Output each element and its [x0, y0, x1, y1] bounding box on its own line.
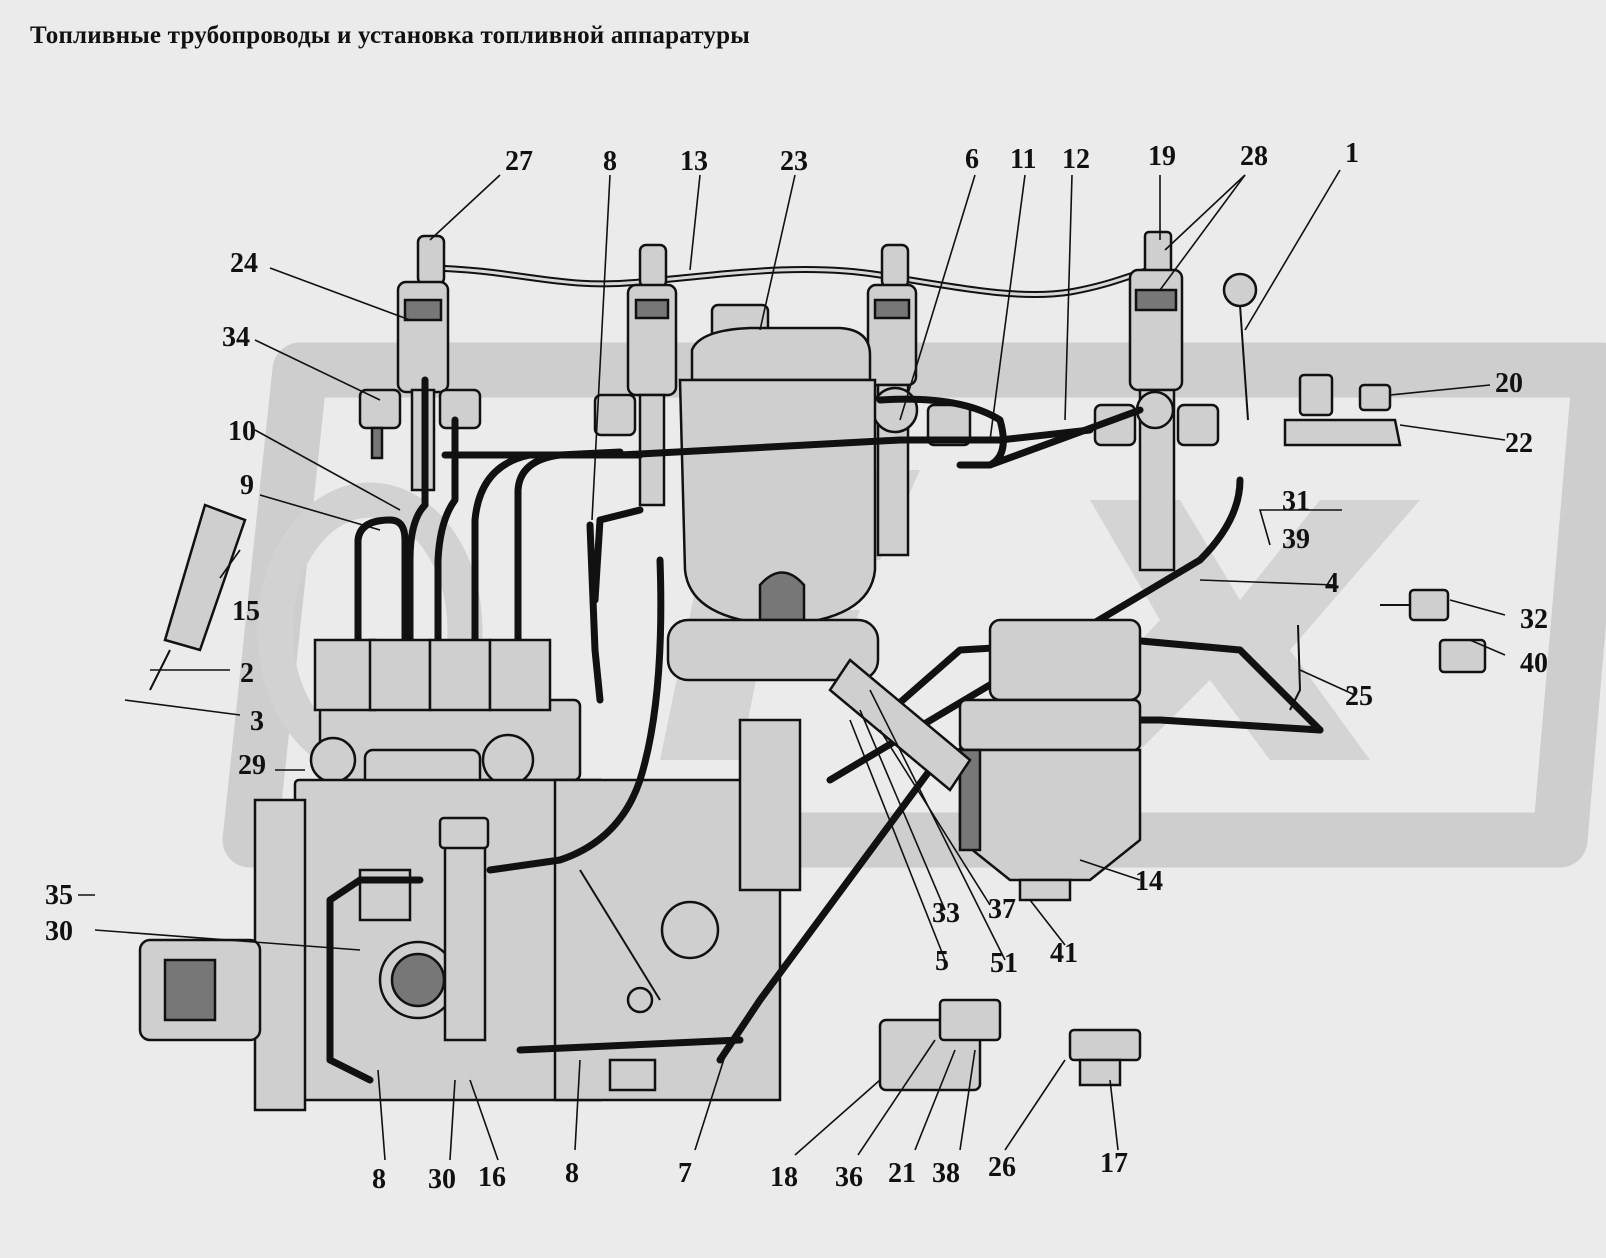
- callout-26: 26: [988, 1152, 1016, 1183]
- callout-20: 20: [1495, 368, 1523, 399]
- callout-33: 33: [932, 898, 960, 929]
- injector-3: [866, 243, 972, 557]
- callout-30-left: 30: [45, 916, 73, 947]
- injection-pump: [138, 638, 607, 1112]
- callout-7: 7: [678, 1158, 692, 1189]
- part-15-injector: [149, 503, 247, 691]
- callout-39: 39: [1282, 524, 1310, 555]
- parts-32-40: [1380, 588, 1487, 674]
- callout-37: 37: [988, 894, 1016, 925]
- callout-labels: 27 8 13 23 6 11 12 19 28 1 24 34 10 9 15…: [45, 138, 1548, 1195]
- callout-18: 18: [770, 1162, 798, 1193]
- injector-4: [1093, 230, 1220, 572]
- callout-17: 17: [1100, 1148, 1128, 1179]
- callout-5: 5: [935, 946, 949, 977]
- callout-14: 14: [1135, 866, 1163, 897]
- callout-30-bottom: 30: [428, 1164, 456, 1195]
- governor-housing: [553, 718, 802, 1102]
- callout-4: 4: [1325, 568, 1339, 599]
- callout-2: 2: [240, 658, 254, 689]
- callout-38: 38: [932, 1158, 960, 1189]
- callout-51: 51: [990, 948, 1018, 979]
- callout-1: 1: [1345, 138, 1359, 169]
- callout-22: 22: [1505, 428, 1533, 459]
- callout-29: 29: [238, 750, 266, 781]
- callout-27: 27: [505, 146, 533, 177]
- return-line-13: [426, 264, 1154, 299]
- callout-28: 28: [1240, 141, 1268, 172]
- high-pressure-lines: [354, 376, 1094, 644]
- callout-19: 19: [1148, 141, 1176, 172]
- part-1-bolt: [1222, 272, 1258, 421]
- page-title: Топливные трубопроводы и установка топли…: [30, 22, 750, 49]
- injector-2: [593, 243, 678, 507]
- parts-18-36-21-38: [878, 998, 1002, 1092]
- callout-12: 12: [1062, 144, 1090, 175]
- callout-34: 34: [222, 322, 250, 353]
- parts-26-17: [1068, 1028, 1142, 1087]
- parts-20-22: [1283, 373, 1402, 447]
- callout-25: 25: [1345, 681, 1373, 712]
- callout-8-bottom-left: 8: [372, 1164, 386, 1195]
- callout-23: 23: [780, 146, 808, 177]
- callout-13: 13: [680, 146, 708, 177]
- part-25-rod: [1289, 624, 1302, 711]
- fine-fuel-filter: [958, 618, 1142, 902]
- coarse-fuel-filter: [666, 303, 880, 682]
- callout-11: 11: [1010, 144, 1036, 175]
- callout-24: 24: [230, 248, 258, 279]
- callout-41: 41: [1050, 938, 1078, 969]
- callout-9: 9: [240, 470, 254, 501]
- callout-8-top: 8: [603, 146, 617, 177]
- leak-off-line: [876, 395, 1144, 469]
- callout-36: 36: [835, 1162, 863, 1193]
- callout-31: 31: [1282, 486, 1310, 517]
- callout-32: 32: [1520, 604, 1548, 635]
- callout-3: 3: [250, 706, 264, 737]
- callout-15: 15: [232, 596, 260, 627]
- callout-35: 35: [45, 880, 73, 911]
- callout-6: 6: [965, 144, 979, 175]
- callout-16: 16: [478, 1162, 506, 1193]
- callout-40: 40: [1520, 648, 1548, 679]
- callout-21: 21: [888, 1158, 916, 1189]
- leader-lines: [78, 169, 1506, 1161]
- callout-10: 10: [228, 416, 256, 447]
- callout-8-bottom-mid: 8: [565, 1158, 579, 1189]
- filter-bracket: [828, 658, 972, 792]
